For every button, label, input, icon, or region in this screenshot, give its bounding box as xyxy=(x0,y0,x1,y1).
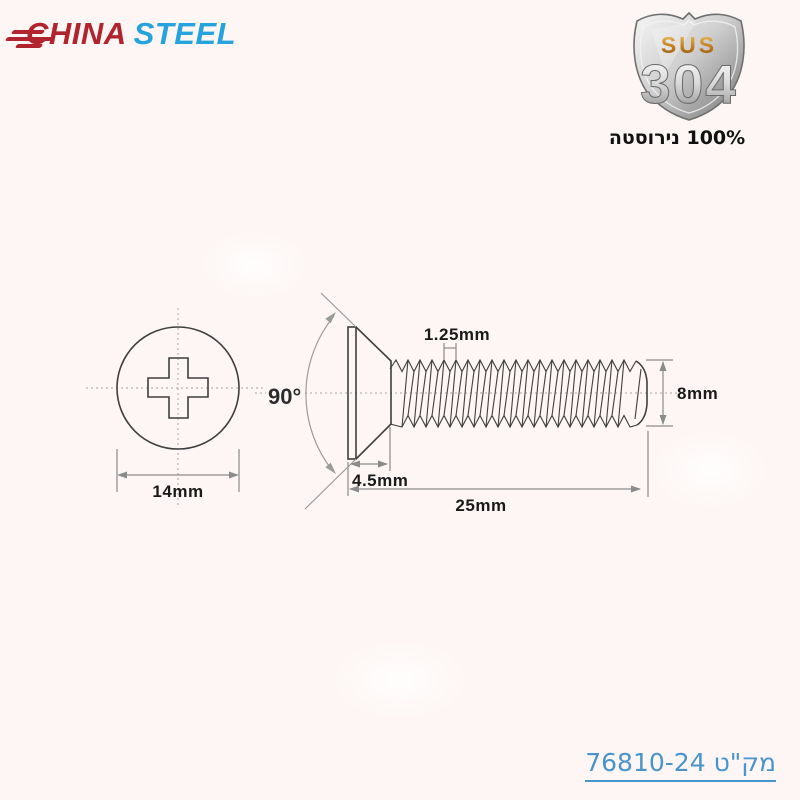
screw-front-view xyxy=(116,326,240,450)
dimension-lines xyxy=(116,343,673,497)
screw-threads xyxy=(389,358,642,429)
brand-name-part1: CHINA xyxy=(26,16,127,51)
angle-arc xyxy=(305,315,335,471)
brand-name-part2: STEEL xyxy=(133,16,237,51)
dim-head-height-label: 4.5mm xyxy=(352,471,409,490)
dim-thread-diameter-label: 8mm xyxy=(677,384,719,403)
sku-link[interactable]: מק"ט 76810-24 xyxy=(585,748,776,782)
sus304-shield-badge: SUS 304 xyxy=(627,8,751,122)
shield-icon: SUS 304 xyxy=(633,11,745,121)
angle-arc-arrows xyxy=(325,312,336,474)
badge-sus-label: SUS xyxy=(661,32,717,58)
phillips-cross xyxy=(147,357,209,419)
dim-head-diameter-label: 14mm xyxy=(152,482,204,501)
screw-tip xyxy=(635,360,648,426)
dimension-arrowheads xyxy=(117,361,667,493)
dim-thread-pitch-label: 1.25mm xyxy=(423,325,491,344)
screw-side-view xyxy=(347,326,648,460)
dim-total-length-label: 25mm xyxy=(455,496,507,515)
stainless-caption: 100% נירוסטה xyxy=(608,127,746,149)
badge-grade-label: 304 xyxy=(640,53,738,115)
dim-countersink-angle-label: 90° xyxy=(266,384,304,410)
